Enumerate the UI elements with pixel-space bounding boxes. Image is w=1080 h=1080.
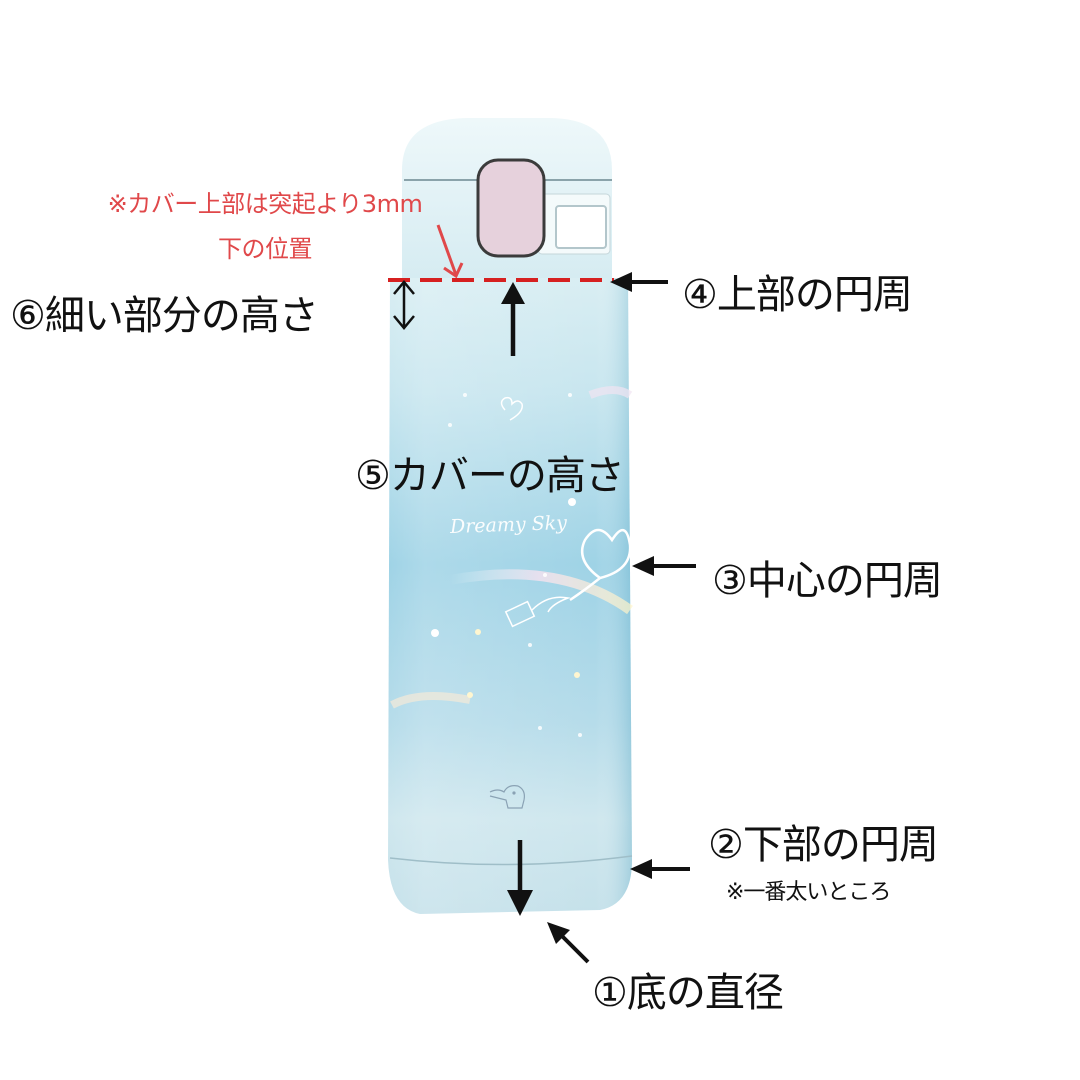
label-top-circumference: ④上部の円周 bbox=[682, 272, 913, 318]
label-narrow-height: ⑥細い部分の高さ bbox=[10, 293, 319, 339]
bottle-print-text: Dreamy Sky bbox=[449, 511, 568, 539]
down-arrow-icon bbox=[507, 840, 533, 916]
label-cover-height: ⑤カバーの高さ bbox=[355, 453, 625, 499]
note-line-1: ※カバー上部は突起より3mm bbox=[107, 190, 423, 218]
arrows bbox=[393, 272, 696, 964]
double-arrow-icon bbox=[393, 280, 415, 330]
label-bottom-diameter: ①底の直径 bbox=[592, 970, 784, 1016]
elephant-logo-icon bbox=[489, 785, 525, 809]
up-arrow-icon bbox=[501, 282, 525, 356]
bottle-body bbox=[388, 278, 633, 914]
lid-button bbox=[476, 158, 546, 258]
label-bottom-circumference: ②下部の円周 bbox=[708, 822, 939, 868]
label-bottom-circumference-note: ※一番太いところ bbox=[726, 880, 891, 905]
note-line-2: 下の位置 bbox=[218, 235, 313, 263]
diagonal-arrow-icon bbox=[547, 922, 590, 964]
left-arrow-icon-top bbox=[610, 272, 668, 292]
left-arrow-icon-bottom bbox=[630, 859, 690, 879]
left-arrow-icon-center bbox=[632, 556, 696, 576]
label-center-circumference: ③中心の円周 bbox=[712, 558, 943, 604]
note-arrow-icon bbox=[436, 224, 464, 279]
